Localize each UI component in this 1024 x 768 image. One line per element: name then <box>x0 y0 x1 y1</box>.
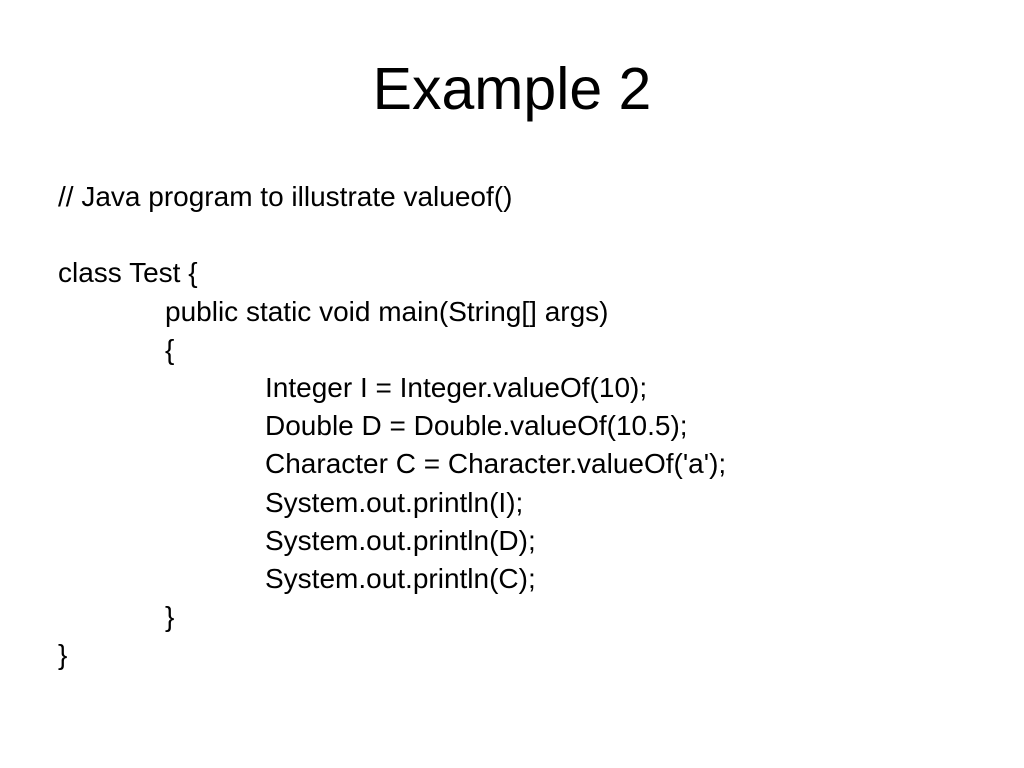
code-line: } <box>165 601 175 633</box>
code-line: System.out.println(D); <box>265 524 536 556</box>
code-line: System.out.println(C); <box>265 562 536 594</box>
code-line: } <box>58 639 68 671</box>
code-line: Integer I = Integer.valueOf(10); <box>265 371 648 403</box>
code-line: Double D = Double.valueOf(10.5); <box>265 410 688 442</box>
code-line: // Java program to illustrate valueof() <box>58 181 513 212</box>
code-line: Character C = Character.valueOf('a'); <box>265 448 727 480</box>
code-line: class Test { <box>58 257 198 289</box>
code-line: { <box>165 333 175 365</box>
code-line: System.out.println(I); <box>265 486 524 518</box>
code-block: // Java program to illustrate valueof() c… <box>58 178 988 674</box>
code-line-blank <box>58 216 988 254</box>
page-title: Example 2 <box>372 56 652 122</box>
code-line: public static void main(String[] args) <box>165 295 609 327</box>
